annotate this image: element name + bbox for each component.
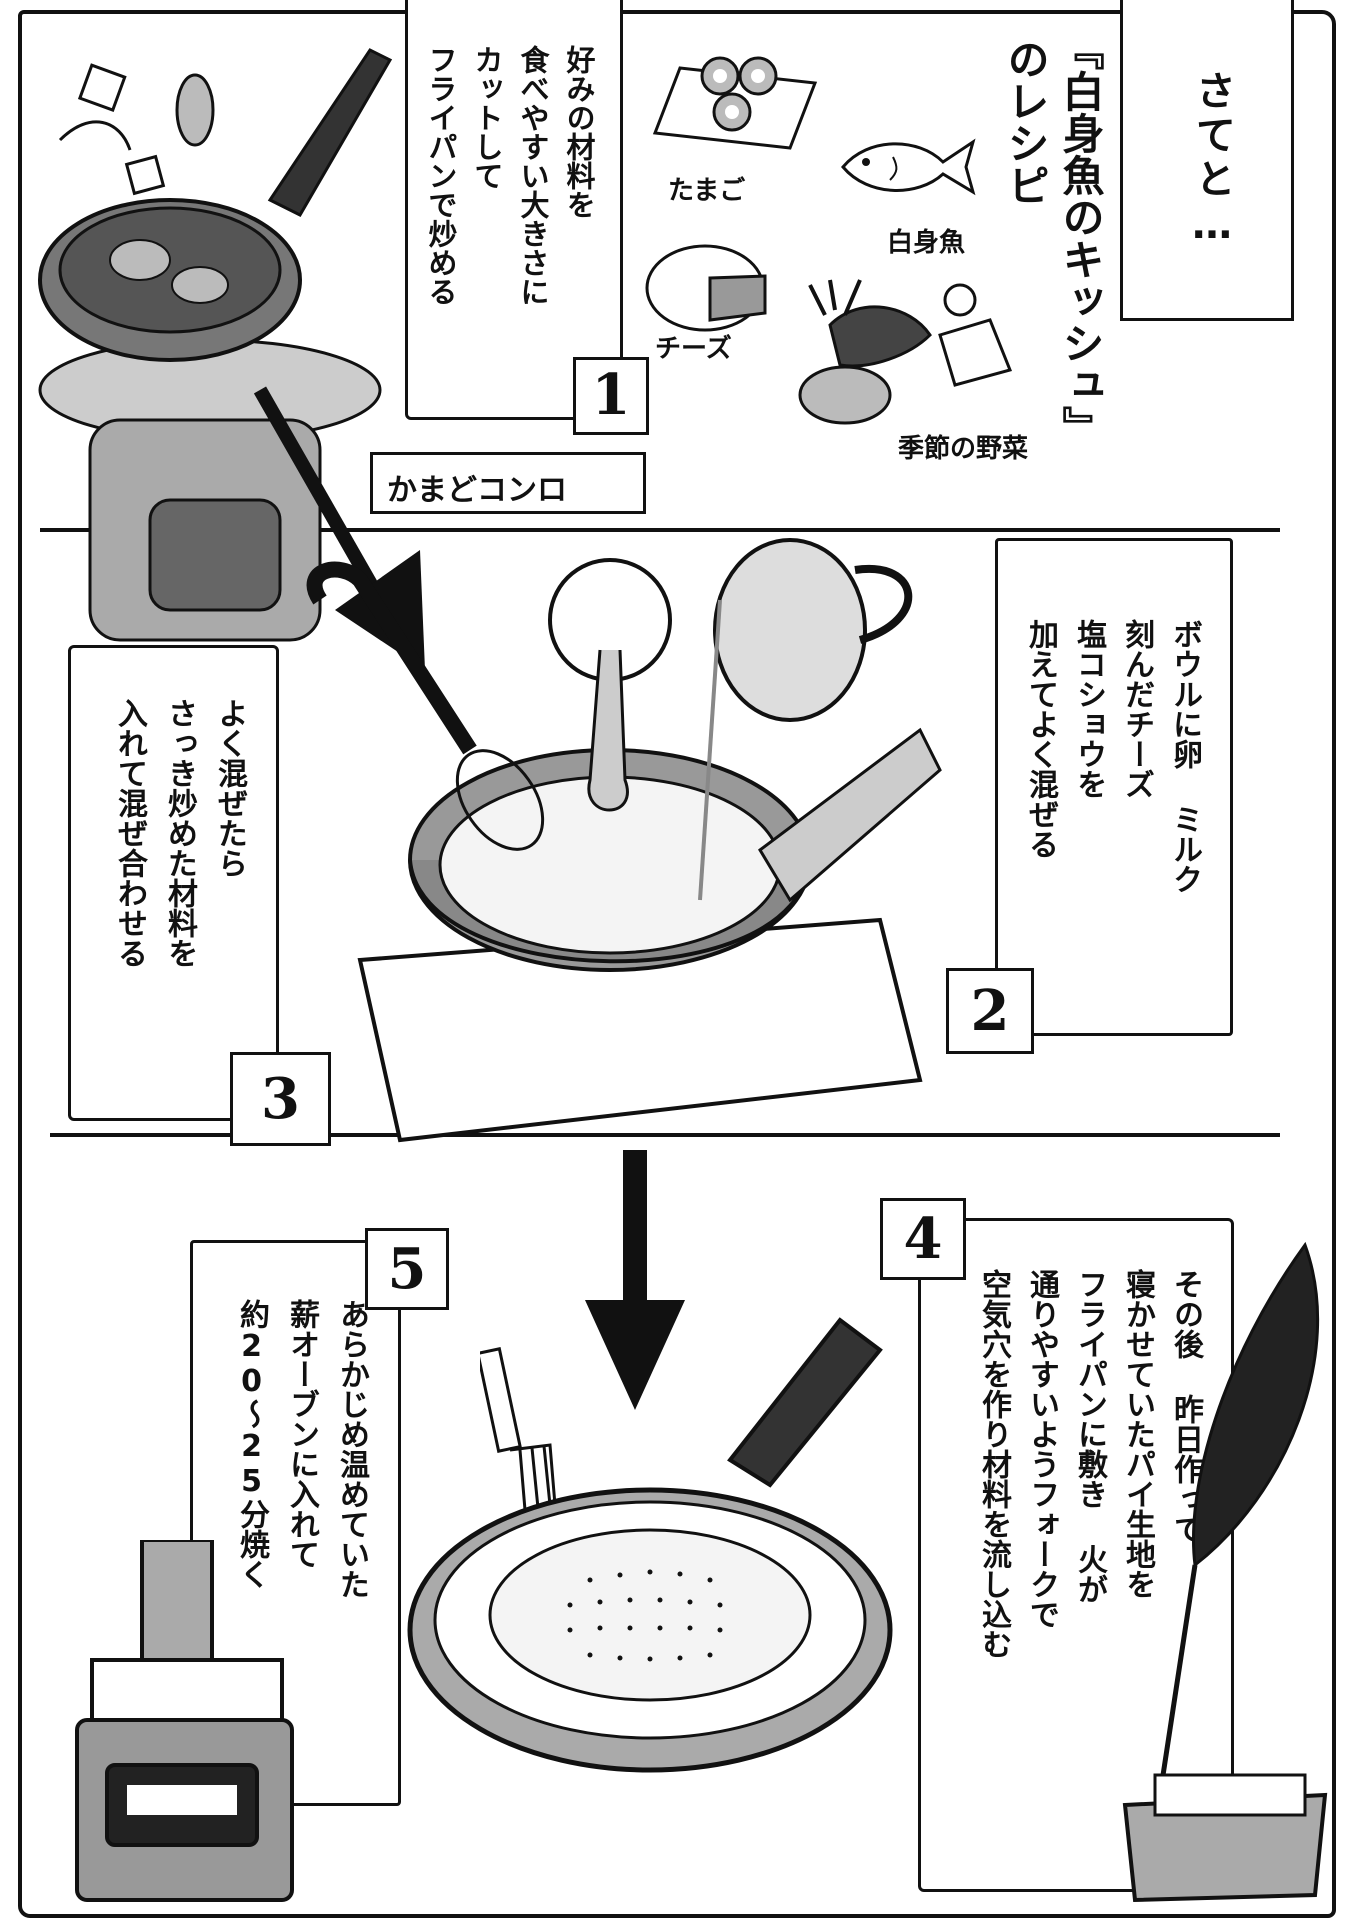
- step-5-text: あらかじめ温めていた 薪オーブンに入れて 約20～25分焼く: [234, 1299, 369, 1599]
- fish-icon: [841, 138, 976, 196]
- step-3-text: よく混ぜたら さっき炒めた材料を 入れて混ぜ合わせる: [112, 698, 247, 968]
- arrow-down-icon: [585, 1150, 685, 1410]
- step-5-number: 5: [365, 1228, 449, 1310]
- step-2-box: ボウルに卵 ミルク 刻んだチーズ 塩コショウを 加えてよく混ぜる: [995, 538, 1233, 1036]
- panel-divider-2: [50, 1133, 1280, 1137]
- vegetables-icon: [798, 279, 1013, 425]
- step-3-box: よく混ぜたら さっき炒めた材料を 入れて混ぜ合わせる: [68, 645, 279, 1121]
- ingredient-fish-label: 白身魚: [887, 228, 966, 258]
- step-4-text: その後 昨日作って 寝かせていたパイ生地を フライパンに敷き 火が 通りやすいよ…: [976, 1269, 1203, 1659]
- eggs-icon: [652, 56, 818, 150]
- step-4-box: その後 昨日作って 寝かせていたパイ生地を フライパンに敷き 火が 通りやすいよ…: [918, 1218, 1234, 1892]
- stove-label: かまどコンロ: [387, 473, 567, 508]
- frying-pan-pie-crust-icon: [407, 1317, 893, 1773]
- recipe-title: 『白身魚のキッシュ』: [1056, 28, 1105, 448]
- intro-text: さてと…: [1189, 70, 1235, 252]
- step-1-box: 好みの材料を 食べやすい大きさに カットして フライパンで炒める: [405, 0, 623, 420]
- fork-icon: [480, 1347, 557, 1511]
- wood-oven-icon: [75, 1540, 294, 1902]
- ingredient-vegetables-label: 季節の野菜: [898, 434, 1029, 464]
- step-4-number: 4: [880, 1198, 966, 1280]
- cheese-icon: [645, 244, 767, 332]
- step-2-number: 2: [946, 968, 1034, 1054]
- step-1-number: 1: [573, 357, 649, 435]
- stove-label-box: かまどコンロ: [370, 452, 646, 514]
- step-3-number: 3: [230, 1052, 331, 1146]
- step-1-text: 好みの材料を 食べやすい大きさに カットして フライパンで炒める: [424, 45, 596, 306]
- panel-divider-1: [40, 528, 1280, 532]
- mixing-bowl-icon: [306, 538, 942, 1143]
- ingredient-eggs-label: たまご: [668, 176, 746, 206]
- frying-pan-on-stove-icon: [38, 48, 393, 642]
- ingredient-cheese-label: チーズ: [655, 334, 732, 364]
- quill-and-inkwell-icon: [1122, 1241, 1328, 1903]
- intro-box: さてと…: [1120, 0, 1294, 321]
- recipe-title-suffix: のレシピ: [1001, 38, 1050, 206]
- step-2-text: ボウルに卵 ミルク 刻んだチーズ 塩コショウを 加えてよく混ぜる: [1023, 619, 1202, 894]
